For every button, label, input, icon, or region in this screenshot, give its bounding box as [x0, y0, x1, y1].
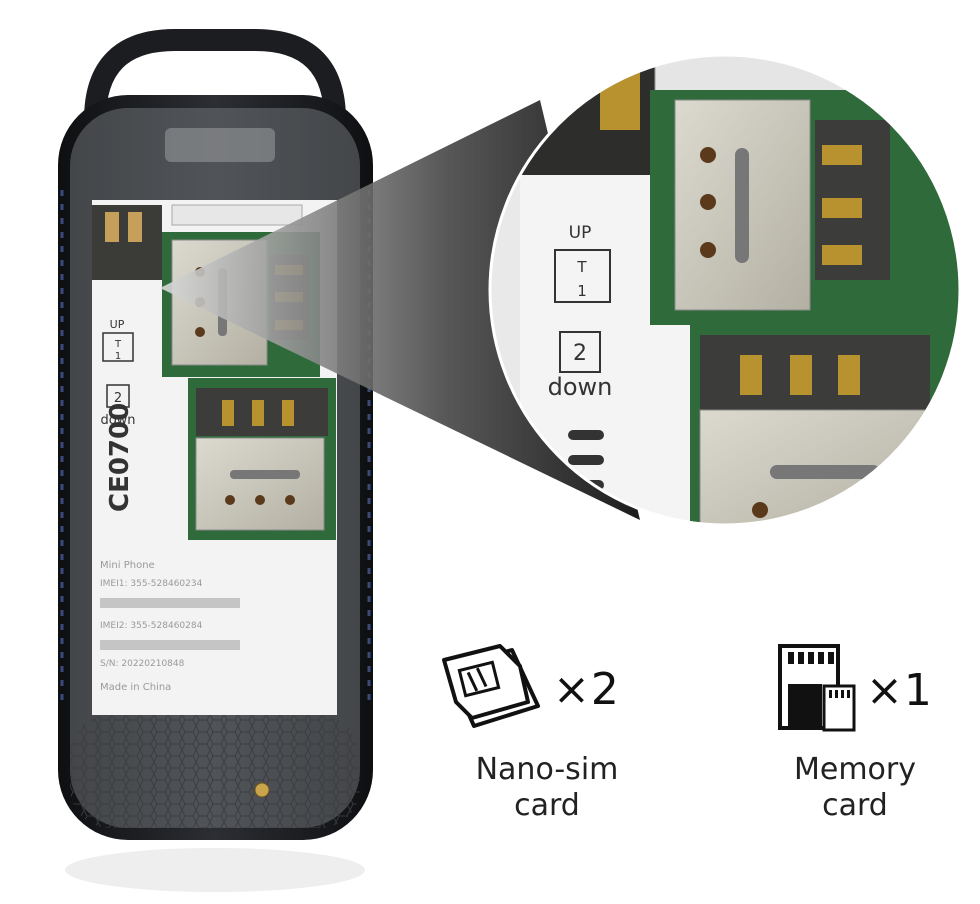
battery-hex-pattern — [70, 715, 360, 828]
lanyard-loop — [84, 29, 346, 121]
zoom-tray-up-label: UP — [569, 223, 592, 243]
nano-sim-multiplier: ×2 — [553, 664, 620, 715]
label-line-3: IMEI2: 355-528460284 — [100, 621, 203, 631]
zoom-tray-slot1-icon — [554, 249, 611, 303]
memory-card-icon — [776, 642, 858, 738]
label-line-4: S/N: 20220210848 — [100, 659, 185, 669]
phone-tray-slot1-icon — [102, 332, 134, 362]
battery-connector — [92, 205, 162, 280]
phone-tray-down-label: down — [100, 413, 135, 428]
zoom-tray-slot1-num: 1 — [577, 282, 587, 300]
phone-info-label: Mini Phone IMEI1: 355-528460234 IMEI2: 3… — [100, 560, 240, 693]
nano-sim-caption-line2: card — [514, 788, 580, 823]
label-line-2: IMEI1: 355-528460234 — [100, 579, 203, 589]
phone-tray-slot2-icon — [106, 384, 130, 408]
phone-tray-up-label: UP — [110, 318, 125, 331]
nano-sim-feature: ×2 — [440, 640, 620, 739]
zoom-tray-down-label: down — [548, 373, 613, 401]
memory-card-caption-line2: card — [822, 788, 888, 823]
phone-tray-slot1-letter: T — [114, 339, 122, 350]
nano-sim-caption: Nano-sim card — [462, 752, 632, 824]
nano-sim-caption-line1: Nano-sim — [475, 752, 619, 787]
sim-slot-2 — [195, 437, 325, 531]
label-line-5: Made in China — [100, 682, 171, 693]
label-line-1: Mini Phone — [100, 560, 155, 571]
zoom-circle-border — [488, 53, 962, 527]
nano-sim-cards-icon — [440, 640, 545, 739]
zoom-tray-slot2-icon — [559, 331, 601, 373]
phone-tray-slot1-num: 1 — [115, 351, 121, 362]
screw — [254, 782, 270, 798]
zoom-tray-slot2-num: 2 — [573, 341, 587, 366]
ce-mark: CE0700 — [105, 403, 135, 512]
phone-tray-slot2-num: 2 — [114, 391, 122, 406]
speaker-grille — [165, 128, 275, 162]
memory-card-caption-line1: Memory — [793, 752, 916, 787]
memory-card-caption: Memory card — [770, 752, 940, 824]
zoom-tray-slot1-letter: T — [576, 258, 587, 276]
memory-card-multiplier: ×1 — [866, 664, 933, 716]
phone-reflection — [65, 848, 365, 892]
memory-card-feature: ×1 — [776, 642, 933, 738]
